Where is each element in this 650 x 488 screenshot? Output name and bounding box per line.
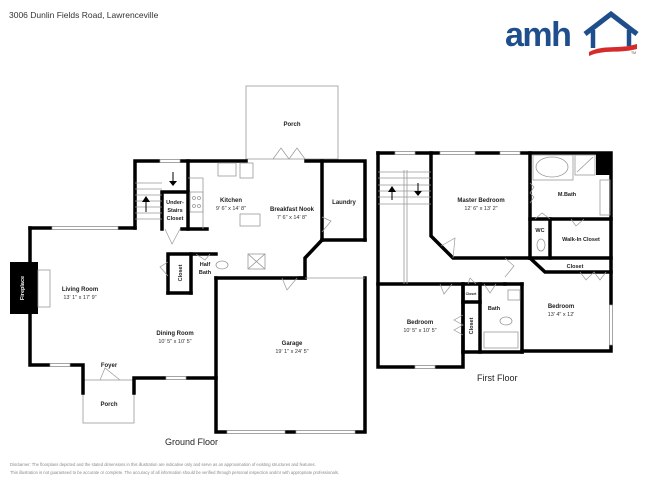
porch-back-outline [245,85,339,160]
first-floor-label: First Floor [477,373,518,383]
house-roof-icon: TM [583,10,639,56]
bedroom-left-dims: 10' 5" x 10' 5" [403,328,436,334]
under-stairs-closet-label-2: Stairs [167,208,182,214]
porch-front-label: Porch [100,402,117,408]
ground-floor-label: Ground Floor [165,437,219,447]
wc-label: WC [535,228,544,234]
disclaimer-line-1: Disclaimer: The floorplans depicted and … [10,462,316,467]
living-room-label: Living Room [62,287,98,293]
living-room-dims: 13' 1" x 17' 9" [63,295,96,301]
closet-label: Closet [178,264,184,281]
bedroom-right-label: Bedroom [548,304,574,310]
bedroom-left-label: Bedroom [407,320,433,326]
kitchen-label: Kitchen [220,198,242,204]
fireplace [10,262,38,314]
ground-floor-plan: Fireplace [10,85,367,434]
master-bedroom-label: Master Bedroom [457,198,504,204]
bath-label: Bath [488,306,501,312]
master-bedroom-dims: 12' 6" x 13' 2" [464,206,497,212]
logo-wordmark: amh [505,16,572,54]
under-stairs-closet-label-3: Closet [167,216,184,222]
garage-dims: 19' 1" x 24' 5" [275,349,308,355]
porch-back-label: Porch [283,122,300,128]
garage-label: Garage [282,341,303,347]
dining-room-label: Dining Room [156,331,193,337]
master-bath-label: M.Bath [558,192,577,198]
closet-hall-label: Closet [567,264,584,270]
under-stairs-closet-label-1: Under- [166,200,184,206]
laundry-label: Laundry [332,200,356,206]
fireplace-label: Fireplace [20,276,26,300]
foyer-label: Foyer [101,363,118,369]
first-floor-plan: Master Bedroom 12' 6" x 13' 2" M.Bath WC… [376,151,613,369]
breakfast-nook-label: Breakfast Nook [270,207,315,213]
amh-logo: amh TM [505,8,640,58]
property-address: 3006 Dunlin Fields Road, Lawrenceville [9,10,159,20]
porch-front-outline [82,379,135,424]
walk-in-closet-label: Walk-In Closet [562,237,600,243]
half-bath-label-1: Half [200,262,211,268]
closet-small-label: Closet [466,292,478,296]
svg-text:TM: TM [631,51,636,55]
bedroom-right-dims: 13' 4" x 12' [548,312,575,318]
kitchen-dims: 9' 6" x 14' 8" [216,206,246,212]
disclaimer-line-2: This illustration is not guaranteed to b… [10,470,340,475]
breakfast-nook-dims: 7' 6" x 14' 8" [277,215,307,221]
dining-room-dims: 10' 5" x 10' 5" [158,339,191,345]
half-bath-label-2: Bath [199,270,212,276]
closet-tall-label: Closet [469,317,475,334]
